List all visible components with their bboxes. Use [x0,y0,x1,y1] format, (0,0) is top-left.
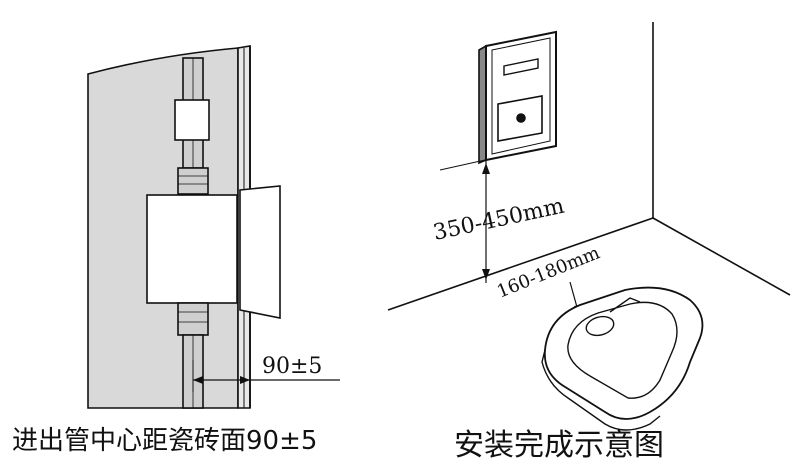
dimension-label: 90±5 [262,354,322,379]
height-ref-top [439,159,486,171]
height-label: 350-450mm [431,194,567,246]
right-installation-view [387,22,791,431]
offset-label: 160-180mm [494,242,603,302]
sensor-button-frame [497,95,543,142]
dim-arrow-left [193,376,203,384]
sensor-panel-side [478,44,487,165]
floor-wall-edge-left [387,217,654,311]
sensor-eye-icon [516,113,526,123]
sensor-panel [485,30,557,162]
pipe-connector-box [174,99,210,141]
dim-arrow-right [240,376,250,384]
valve-body [146,194,238,304]
cover-plate [239,185,281,319]
floor-wall-edge-right [652,217,791,296]
squat-toilet-bowl [567,301,678,399]
toilet-flush-pipe [609,297,641,313]
height-arrow-top [482,163,490,174]
lower-nut [177,302,209,336]
left-caption: 进出管中心距瓷砖面90±5 [12,426,318,456]
upper-nut [177,167,209,195]
height-arrow-bottom [482,269,490,280]
toilet-base [541,349,661,431]
sensor-window [503,58,539,76]
right-caption: 安装完成示意图 [454,428,664,463]
toilet-drain [585,315,615,337]
sensor-panel-inner [491,37,551,155]
left-installation-view [87,45,340,409]
